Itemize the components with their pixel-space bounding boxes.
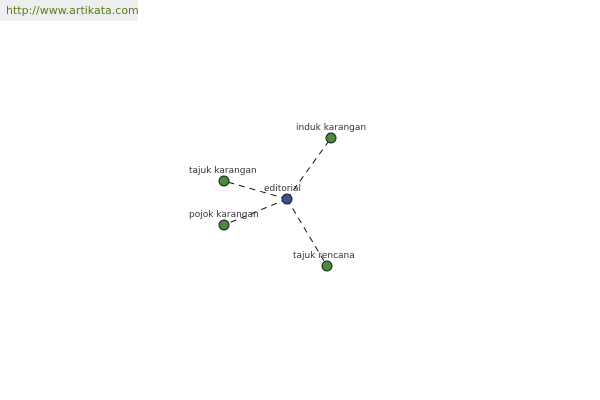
node-pojok-karangan-label: pojok karangan (189, 210, 259, 220)
node-tajuk-karangan-label: tajuk karangan (189, 166, 257, 176)
node-induk-karangan-dot[interactable] (325, 132, 337, 144)
edge-editorial-pojok (223, 198, 288, 226)
node-tajuk-karangan-dot[interactable] (218, 175, 230, 187)
node-tajuk-rencana[interactable]: tajuk rencana (293, 251, 355, 272)
node-editorial[interactable]: editorial (264, 184, 301, 205)
node-editorial-label: editorial (264, 184, 301, 194)
node-tajuk-rencana-label: tajuk rencana (293, 251, 355, 261)
node-tajuk-karangan[interactable]: tajuk karangan (189, 166, 257, 187)
edge-editorial-tajuk-rencana (286, 198, 328, 267)
node-pojok-karangan[interactable]: pojok karangan (189, 210, 259, 231)
source-url-watermark: http://www.artikata.com (0, 0, 139, 21)
node-induk-karangan-label: induk karangan (296, 123, 366, 133)
node-editorial-dot[interactable] (281, 193, 293, 205)
node-pojok-karangan-dot[interactable] (218, 219, 230, 231)
edge-editorial-induk (286, 137, 332, 200)
node-tajuk-rencana-dot[interactable] (321, 260, 333, 272)
node-induk-karangan[interactable]: induk karangan (296, 123, 366, 144)
